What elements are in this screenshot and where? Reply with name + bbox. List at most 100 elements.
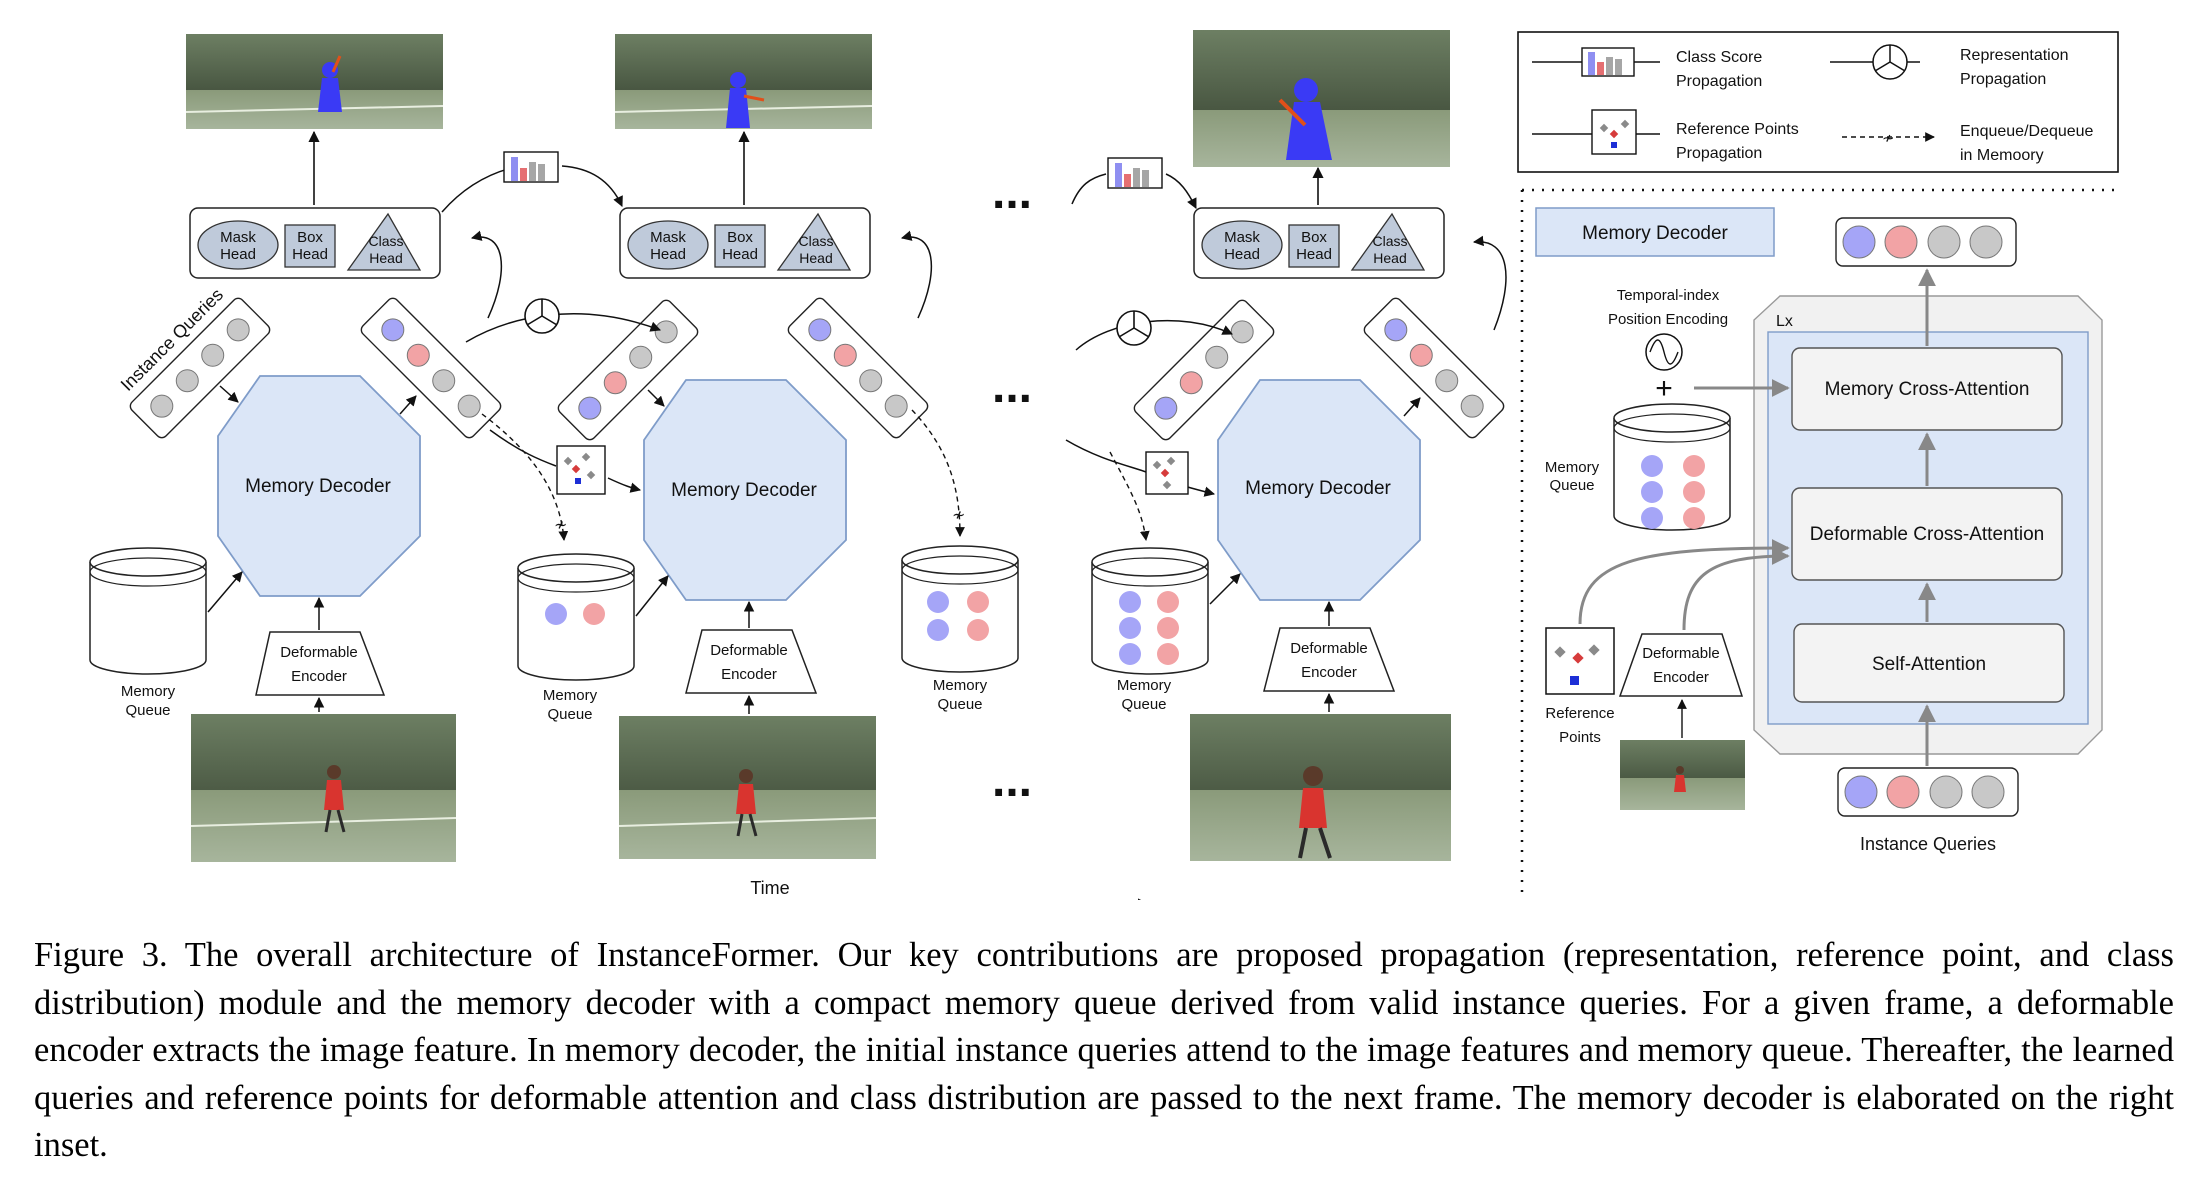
arrow-reference-to-deformable [1578,539,1790,625]
self-attention-label: Self-Attention [1872,654,1986,675]
mask-head-label: Mask [220,229,256,246]
enqueue-mark: ≁ [554,517,567,534]
temporal-label-2: Position Encoding [1608,311,1728,328]
inset-deformable-encoder-label: Deformable [1642,645,1720,662]
legend-box: Class Score Propagation Representation P… [1517,31,2119,173]
inset-deformable-encoder-label-2: Encoder [1653,669,1709,686]
box-head-label: Box [1301,229,1327,246]
frame-top-1 [186,34,443,129]
query-bar-output-2 [787,297,929,439]
deformable-encoder-label-2: Encoder [721,666,777,683]
memory-decoder-label: Memory Decoder [245,476,391,497]
memory-queue-label: Memory [1117,677,1172,694]
deformable-cross-attention-block: Deformable Cross-Attention [1791,487,2063,581]
frame-top-2 [615,34,872,129]
sine-wave-icon [1645,333,1683,371]
memory-cross-attention-label: Memory Cross-Attention [1825,379,2030,400]
architecture-diagram: Mask Head Box Head Class Head Mask Head … [89,30,2120,900]
deformable-encoder-label: Deformable [710,642,788,659]
mask-head-label-2: Head [650,246,686,263]
curve-queries-to-heads-2 [900,230,933,319]
memory-queue-1: Memory Queue [89,547,207,719]
legend-representation-label: Representation [1960,47,2069,64]
enqueue-mark: ≁ [1882,130,1895,147]
inset-frame [1620,740,1745,810]
memory-decoder-3: Memory Decoder [1217,379,1421,601]
box-head-label-2: Head [292,246,328,263]
lx-label: Lx [1776,313,1793,330]
class-head-label: Class [368,233,403,249]
memory-queue-label-2: Queue [937,696,982,713]
curve-queries-to-heads-3 [1472,235,1507,331]
arrow-encoder-to-deformable [1682,547,1790,631]
arrow-queue-to-decoder-2 [635,575,669,617]
ellipsis-middle: ... [992,360,1032,413]
curve-queries-to-heads-1 [470,230,503,319]
inset-deformable-encoder: Deformable Encoder [1618,633,1744,697]
memory-decoder-label: Memory Decoder [671,480,817,501]
memory-queue-label-2: Queue [1121,696,1166,713]
inset-reference-points-label: Reference [1545,705,1614,722]
class-score-icon [1107,157,1163,189]
frame-bottom-2 [619,716,876,859]
deformable-encoder-1: Deformable Encoder [255,631,386,696]
query-bar-input-3 [1133,299,1275,441]
ellipsis-top: ... [992,166,1032,219]
mask-head-label: Mask [1224,229,1260,246]
enqueue-arrow-3 [1109,451,1150,541]
propagation-node-icon [524,298,560,334]
legend-reference-points-label-2: Propagation [1676,145,1762,162]
box-head-label-2: Head [1296,246,1332,263]
reference-points-icon [556,445,606,495]
class-head-label: Class [798,233,833,249]
memory-queue-4: Memory Queue [1091,547,1209,713]
deformable-encoder-label: Deformable [1290,640,1368,657]
enqueue-mark: ≁ [952,507,965,524]
inset-input-queries [1837,767,2019,817]
enqueue-arrow-1 [481,413,569,541]
memory-decoder-1: Memory Decoder [217,375,421,597]
figure-caption: Figure 3. The overall architecture of In… [34,936,2174,1164]
time-label: Time [750,878,789,898]
deformable-encoder-label-2: Encoder [291,668,347,685]
self-attention-block: Self-Attention [1793,623,2065,703]
memory-queue-label-2: Queue [125,702,170,719]
ellipsis-bottom: ... [992,754,1032,807]
inset-reference-points-label-2: Points [1559,729,1601,746]
memory-queue-label: Memory [933,677,988,694]
box-head-label: Box [727,229,753,246]
class-head-label-2: Head [1373,250,1406,266]
memory-decoder-2: Memory Decoder [643,379,847,601]
curve-reference-points-1 [489,429,640,490]
frame-bottom-1 [191,714,456,862]
plus-sign: + [1655,372,1673,405]
inset-memory-queue-label-2: Queue [1549,477,1594,494]
query-bar-output-1 [360,297,502,439]
arrow-queries-to-decoder-1 [219,385,239,403]
mask-head-label-2: Head [220,246,256,263]
curve-class-score-3 [1071,173,1196,208]
inset-output-queries [1835,217,2017,267]
query-bar-input-1 [129,297,271,439]
inset-title: Memory Decoder [1582,223,1728,244]
class-score-icon [503,151,559,183]
legend-enqueue-label: Enqueue/Dequeue [1960,123,2094,140]
reference-points-icon [1145,451,1189,495]
frame-top-3 [1193,30,1450,167]
class-head-label-2: Head [799,250,832,266]
memory-cross-attention-block: Memory Cross-Attention [1791,347,2063,431]
mask-head-label-2: Head [1224,246,1260,263]
legend-representation-label-2: Propagation [1960,71,2046,88]
heads-box-2: Mask Head Box Head Class Head [619,207,871,279]
deformable-encoder-label: Deformable [280,644,358,661]
inset-title-box: Memory Decoder [1535,207,1775,257]
memory-decoder-label: Memory Decoder [1245,478,1391,499]
deformable-encoder-3: Deformable Encoder [1263,627,1396,692]
box-head-label: Box [297,229,323,246]
legend-class-score-label-2: Propagation [1676,73,1762,90]
class-head-label: Class [1372,233,1407,249]
arrow-queue-to-decoder-4 [1209,573,1241,605]
memory-queue-label-2: Queue [547,706,592,723]
arrow-queue-to-decoder-1 [207,571,243,613]
query-bar-output-3 [1363,297,1505,439]
